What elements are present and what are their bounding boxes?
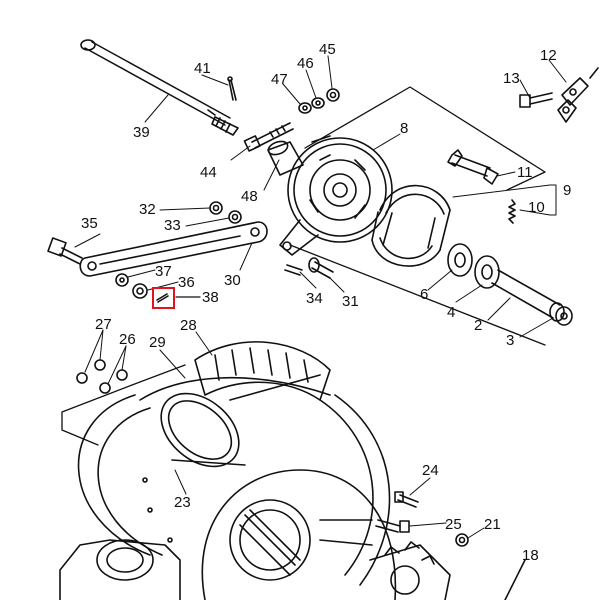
bolt-44	[243, 122, 294, 152]
brake-plate-8	[279, 135, 393, 256]
callout-39: 39	[133, 124, 150, 141]
washer-26b	[116, 369, 128, 381]
bolt-25	[375, 519, 410, 533]
callout-29: 29	[149, 334, 166, 351]
clip-34	[284, 264, 303, 276]
part-18	[504, 559, 526, 600]
nut-45	[326, 88, 340, 102]
callout-9: 9	[563, 182, 572, 199]
cotter-pin-38	[156, 293, 201, 303]
washer-3	[555, 306, 573, 326]
callout-2: 2	[474, 317, 483, 334]
callout-33: 33	[164, 217, 181, 234]
washer-46	[311, 97, 325, 109]
cotter-pin-41	[227, 76, 237, 101]
callout-6: 6	[420, 286, 429, 303]
callout-27: 27	[95, 316, 112, 333]
callout-18: 18	[522, 547, 539, 564]
washer-33	[228, 210, 242, 224]
bolt-13	[519, 92, 553, 108]
callout-31: 31	[342, 293, 359, 310]
spacer-2	[491, 269, 565, 322]
callout-34: 34	[306, 290, 323, 307]
hub-29	[160, 374, 321, 468]
brake-shoes-9	[371, 184, 451, 267]
callout-24: 24	[422, 462, 439, 479]
spring-10	[508, 199, 516, 224]
washer-37	[115, 273, 129, 287]
callout-44: 44	[200, 164, 217, 181]
link-12	[557, 67, 599, 123]
bolt-24	[394, 491, 419, 508]
nut-21	[455, 533, 469, 547]
callout-36: 36	[178, 274, 195, 291]
pin-31	[308, 257, 334, 279]
callout-3: 3	[506, 332, 515, 349]
washer-47	[298, 102, 312, 114]
callout-32: 32	[139, 201, 156, 218]
damper-28	[194, 341, 331, 401]
nut-32	[209, 201, 223, 215]
bearing-6	[447, 243, 473, 277]
rear-hub	[201, 469, 397, 600]
callout-30: 30	[224, 272, 241, 289]
collar-48	[267, 140, 304, 176]
callout-12: 12	[540, 47, 557, 64]
callout-38: 38	[202, 289, 219, 306]
bearing-4	[474, 255, 500, 289]
callout-46: 46	[297, 55, 314, 72]
callout-26: 26	[119, 331, 136, 348]
callout-28: 28	[180, 317, 197, 334]
upper-assembly-outline-lower	[289, 244, 546, 346]
callout-10: 10	[528, 199, 545, 216]
callout-4: 4	[447, 304, 456, 321]
nut-27b	[94, 359, 106, 371]
upper-assembly-outline	[304, 86, 546, 191]
camshaft-11	[447, 149, 499, 185]
callout-37: 37	[155, 263, 172, 280]
sprocket-hub	[369, 541, 451, 600]
axle-39	[80, 39, 239, 136]
callout-41: 41	[194, 60, 211, 77]
nut-36	[132, 283, 148, 299]
nut-27a	[76, 372, 88, 384]
callout-8: 8	[400, 120, 409, 137]
callout-47: 47	[271, 71, 288, 88]
callout-21: 21	[484, 516, 501, 533]
wheel-23	[77, 376, 391, 586]
callout-13: 13	[503, 70, 520, 87]
bolt-35	[47, 237, 83, 265]
washer-26a	[99, 382, 111, 394]
callout-35: 35	[81, 215, 98, 232]
leader-lines	[74, 55, 567, 539]
swingarm-end	[59, 539, 181, 600]
callout-23: 23	[174, 494, 191, 511]
highlight-box-part-38	[152, 287, 175, 309]
wheel-assembly-outline	[61, 364, 186, 446]
callout-11: 11	[517, 164, 533, 181]
callout-45: 45	[319, 41, 336, 58]
callout-25: 25	[445, 516, 462, 533]
callout-48: 48	[241, 188, 258, 205]
